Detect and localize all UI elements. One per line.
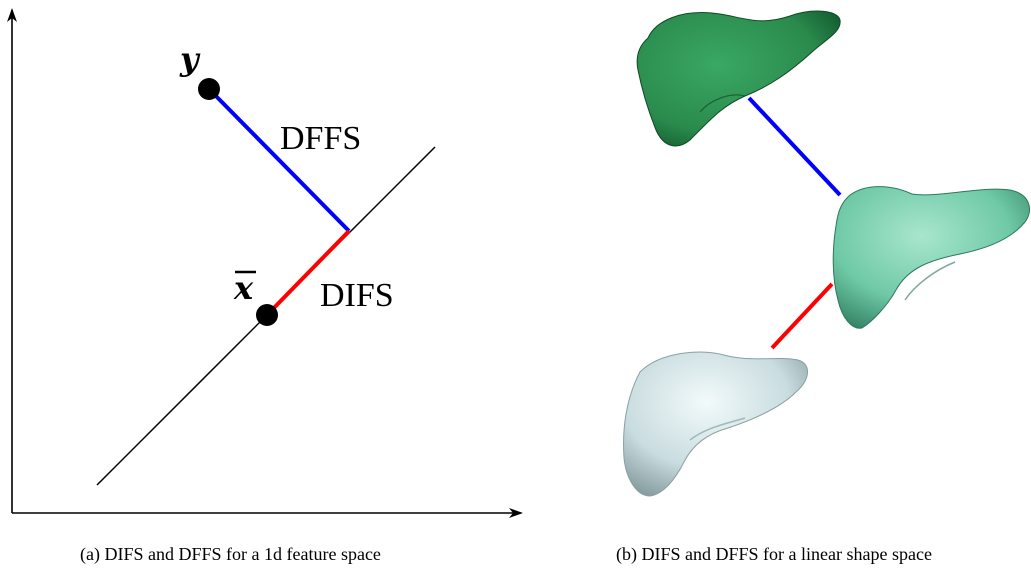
liver-shape-bottom-detail (689, 417, 746, 441)
dffs-line (207, 87, 351, 233)
label-dffs: DFFS (280, 120, 361, 157)
label-xbar-group: x (233, 269, 256, 307)
liver-shape-middle-detail (904, 261, 956, 301)
panel-a: y x DFFS DIFS (a) DIFS and DFFS for a 1d… (6, 8, 523, 565)
liver-shape-top-detail (699, 94, 746, 113)
panel-b: (b) DIFS and DFFS for a linear shape spa… (616, 10, 1030, 565)
difs-line (265, 229, 351, 317)
label-xbar: x (233, 269, 254, 307)
liver-shape-bottom (623, 351, 808, 497)
point-xbar (256, 304, 278, 326)
dffs-line-shapes (747, 96, 842, 197)
difs-line-shapes (770, 282, 834, 350)
caption-b: (b) DIFS and DFFS for a linear shape spa… (616, 544, 932, 565)
point-y (198, 78, 220, 100)
label-y: y (179, 40, 201, 78)
caption-a: (a) DIFS and DFFS for a 1d feature space (80, 544, 381, 565)
liver-shape-middle (832, 186, 1030, 329)
liver-shape-top (636, 10, 841, 147)
label-difs: DIFS (320, 277, 394, 314)
